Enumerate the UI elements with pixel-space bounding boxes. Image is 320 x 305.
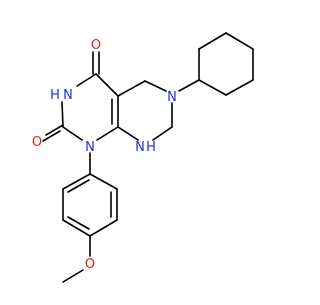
bond-c4a-c5 (117, 80, 146, 97)
molecule-structure-diagram: O N H O N N N H O (32, 32, 254, 283)
bond-ar4-ar5-double (67, 216, 90, 230)
bond-o-ch3 (62, 269, 84, 283)
bond-c2-o-left-double (42, 130, 61, 142)
bond-n8-c8a (117, 126, 139, 141)
bond-ar1-ar2 (89, 173, 118, 190)
atom-oxygen-methoxy: O (85, 257, 95, 272)
bond-n1-c8a (96, 126, 119, 141)
bond-c4-n3 (76, 73, 97, 87)
atom-hydrogen-n8: H (146, 140, 156, 155)
bond-ar3-ar4 (89, 219, 118, 237)
bond-n6-cy1 (178, 79, 200, 92)
atom-hydrogen-n3: H (50, 88, 60, 103)
bond-ar6-ar1-double (67, 179, 90, 193)
bond-cy5-cy6 (225, 79, 254, 96)
atom-nitrogen-n8: N (135, 140, 145, 155)
molecule-svg: O N H O N N N H O (32, 32, 254, 283)
bond-cy3-cy4 (225, 32, 254, 50)
atom-oxygen-top: O (91, 38, 101, 53)
bond-ar6-ar1 (62, 173, 91, 190)
bond-c5-n6 (144, 80, 167, 92)
bond-cy6-cy1 (198, 79, 227, 96)
bond-cy2-cy3 (198, 32, 227, 50)
bond-c2-o-left (45, 124, 64, 136)
bond-c7-n8 (152, 126, 173, 141)
atom-nitrogen-n6: N (167, 90, 177, 105)
bond-ar4-ar5 (62, 219, 91, 237)
atom-oxygen-left: O (32, 135, 42, 150)
atom-nitrogen-n1: N (85, 140, 95, 155)
bond-n3-c2 (61, 101, 64, 128)
bond-c2-n1 (62, 126, 83, 141)
atom-nitrogen-n3: N (63, 88, 73, 103)
bond-c4-c4a (95, 73, 119, 97)
